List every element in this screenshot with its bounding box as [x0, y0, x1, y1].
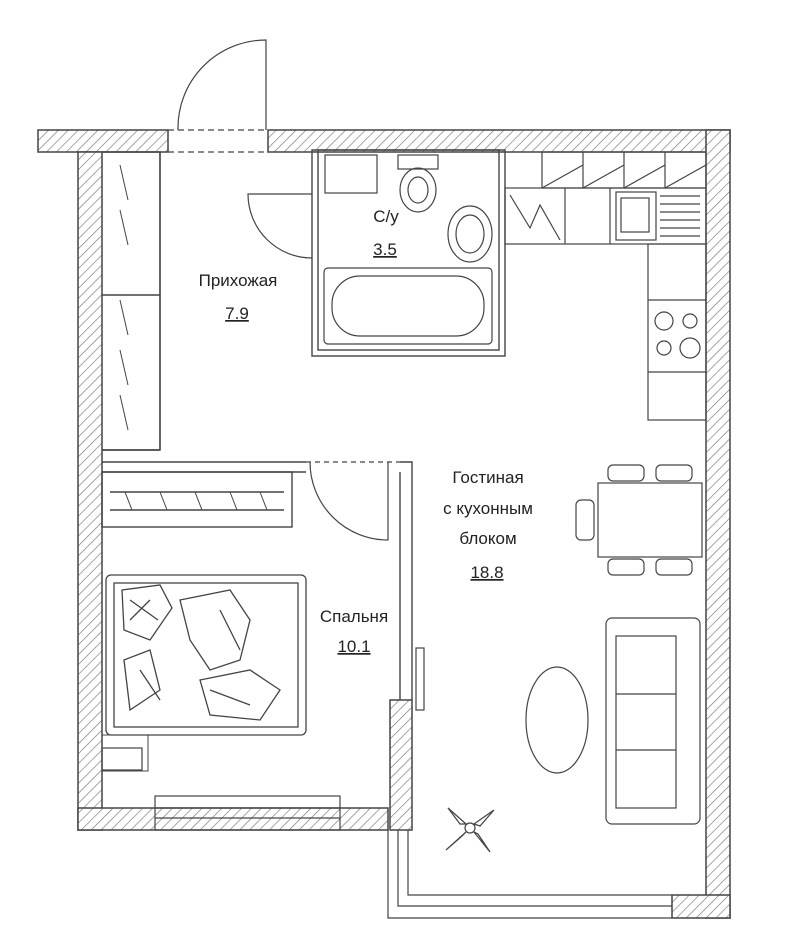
pillar-bottom: [389, 699, 413, 831]
chair: [607, 558, 645, 576]
plant: [445, 807, 495, 853]
top-wall-left: [37, 129, 169, 153]
living-window: [387, 830, 672, 919]
left-wall: [77, 151, 103, 831]
bedroom-door: [309, 461, 389, 541]
room-name-bathroom: С/у: [373, 207, 399, 226]
chair: [655, 558, 693, 576]
windows: [101, 747, 672, 919]
kitchen-sink: [615, 191, 657, 241]
right-wall: [705, 129, 731, 919]
chair: [607, 464, 645, 482]
room-area-living: 18.8: [470, 563, 503, 582]
kitchen-counter-side: [647, 243, 707, 421]
sink: [447, 205, 493, 263]
room-area-bathroom: 3.5: [373, 240, 397, 259]
dining-table: [597, 482, 703, 558]
doors: [168, 39, 425, 711]
bathtub: [323, 267, 493, 345]
bathroom-door: [247, 193, 313, 259]
room-name-living-2: с кухонным: [443, 499, 533, 518]
dining-set: [575, 464, 703, 576]
stove-burner: [654, 311, 674, 331]
bedroom-wardrobe: [101, 471, 293, 528]
kitchen-units: [504, 151, 707, 421]
sofa: [605, 617, 701, 825]
interior-walls: [101, 149, 506, 700]
room-name-hallway: Прихожая: [199, 271, 278, 290]
washing-machine: [324, 154, 378, 194]
entrance-door: [177, 39, 267, 131]
bottom-wall-bedroom: [77, 807, 389, 831]
bed: [105, 574, 307, 736]
bathroom-walls: [311, 149, 506, 357]
living-furniture: [445, 617, 701, 853]
bottom-wall-living: [671, 894, 731, 919]
room-name-living-3: блоком: [459, 529, 516, 548]
bedroom-window: [154, 795, 341, 831]
room-area-bedroom: 10.1: [337, 637, 370, 656]
room-area-hallway: 7.9: [225, 304, 249, 323]
toilet-tank: [397, 154, 439, 170]
coffee-table: [525, 666, 589, 774]
chair: [575, 499, 595, 541]
bathroom-fixtures: [323, 154, 493, 345]
chair: [655, 464, 693, 482]
top-wall-right: [267, 129, 731, 153]
exterior-walls: [37, 129, 731, 919]
room-labels: Прихожая 7.9 С/у 3.5 Гостиная с кухонным…: [199, 207, 533, 656]
bed-frame: [105, 574, 307, 736]
closet-marks: [119, 164, 268, 511]
toilet-bowl: [399, 167, 437, 213]
room-name-bedroom: Спальня: [320, 607, 388, 626]
kitchen-counter-top: [504, 187, 707, 245]
room-name-living-1: Гостиная: [452, 468, 523, 487]
